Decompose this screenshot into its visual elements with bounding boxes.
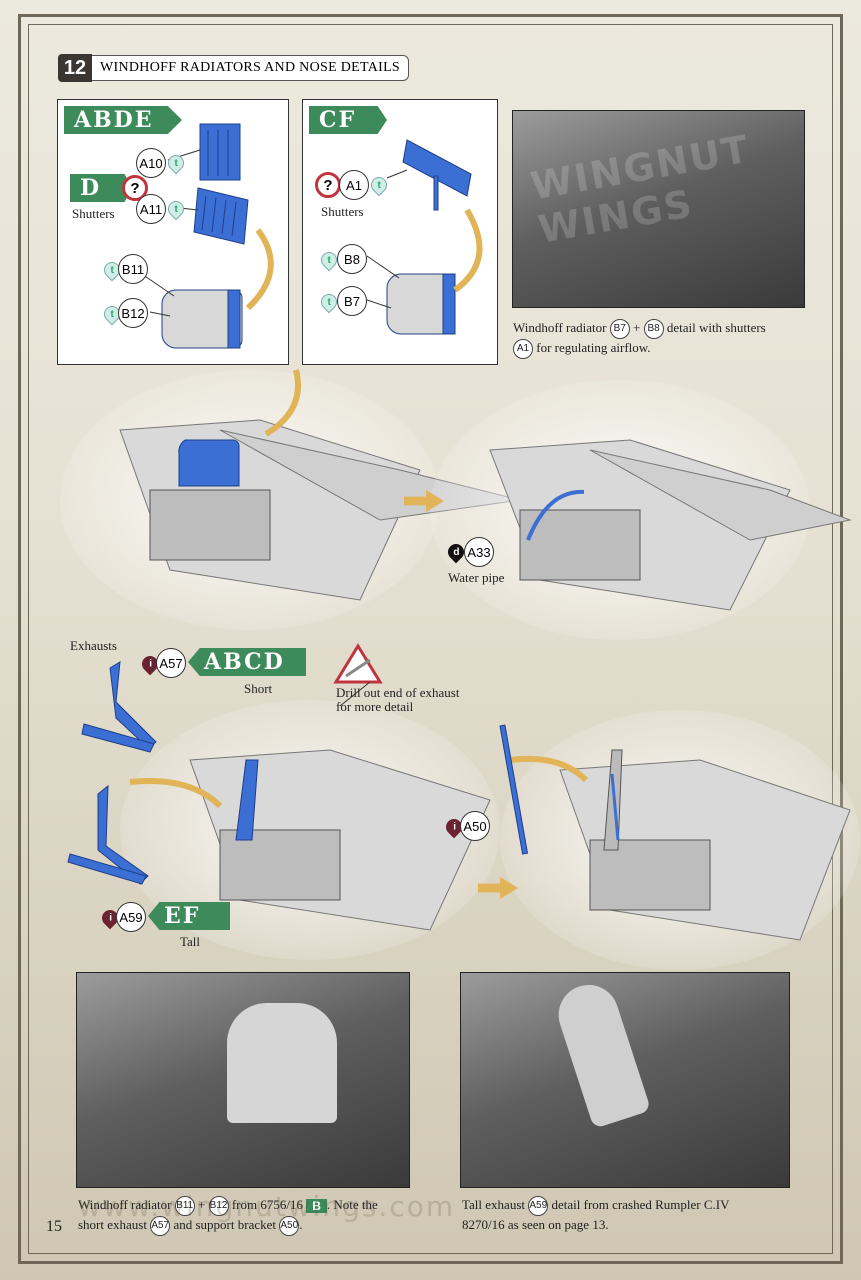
photo-watermark: WINGNUT WINGS: [527, 126, 754, 252]
short-label: Short: [244, 681, 273, 696]
reference-photo-3: [460, 972, 790, 1188]
part-a59: A59: [116, 902, 146, 932]
photo1-caption: Windhoff radiator B7 + B8 detail with sh…: [513, 319, 813, 360]
photo2-caption: Windhoff radiator B11 + B12 from 6756/16…: [78, 1196, 418, 1237]
part-a57: A57: [156, 648, 186, 678]
shutter-part-a10: [199, 123, 241, 181]
shutter-part-a1: [402, 139, 472, 197]
part-a10: A10: [136, 148, 166, 178]
optional-question-icon: ?: [315, 172, 341, 198]
shutters-label: Shutters: [321, 204, 364, 219]
radiator-parts-art-2: [366, 139, 483, 335]
variant-flag-ef: EF: [148, 902, 230, 930]
drill-note-line1: Drill out end of exhaust: [336, 685, 460, 700]
drill-note-line2: for more detail: [336, 699, 414, 714]
variant-flag-abcd: ABCD: [188, 648, 306, 676]
radiator-part-b12: [161, 289, 243, 349]
page-frame-outer: [18, 14, 843, 1264]
optional-question-icon: ?: [122, 175, 148, 201]
part-b8: B8: [337, 244, 367, 274]
page-number: 15: [46, 1218, 62, 1235]
exhausts-label: Exhausts: [70, 638, 117, 653]
site-watermark: www.wingnutwings.com: [78, 1190, 456, 1223]
reference-photo-1: WINGNUT WINGS: [512, 110, 805, 308]
part-b11: B11: [118, 254, 148, 284]
tall-label: Tall: [180, 934, 201, 949]
shutter-part-a11: [193, 187, 249, 245]
variant-flag-abde: ABDE: [64, 106, 182, 134]
radiator-side-blue: [227, 289, 241, 349]
shutters-label: Shutters: [72, 206, 115, 221]
variant-flag-d: D: [70, 174, 132, 202]
part-a50: A50: [460, 811, 490, 841]
part-a11: A11: [136, 194, 166, 224]
radiator-parts-art: [135, 123, 274, 349]
page-frame-inner: [28, 24, 833, 1254]
water-pipe-label: Water pipe: [448, 570, 505, 585]
photo3-caption: Tall exhaust A59 detail from crashed Rum…: [462, 1196, 730, 1233]
reference-photo-2: [76, 972, 410, 1188]
part-a33: A33: [464, 537, 494, 567]
variant-flag-cf: CF: [309, 106, 387, 134]
part-a1: A1: [339, 170, 369, 200]
part-b7: B7: [337, 286, 367, 316]
variant-box-abde: ABDE A10 t D ? Shutters A11: [57, 99, 289, 365]
step-header: 12 WINDHOFF RADIATORS AND NOSE DETAILS: [58, 54, 410, 82]
assembly-arrow-2: [453, 208, 483, 293]
assembly-arrow-1: [245, 228, 274, 311]
step-number: 12: [58, 54, 92, 82]
step-title: WINDHOFF RADIATORS AND NOSE DETAILS: [92, 55, 410, 81]
variant-box-cf: CF ? A1 t Shutters t B8 t B7: [302, 99, 498, 365]
part-b12: B12: [118, 298, 148, 328]
